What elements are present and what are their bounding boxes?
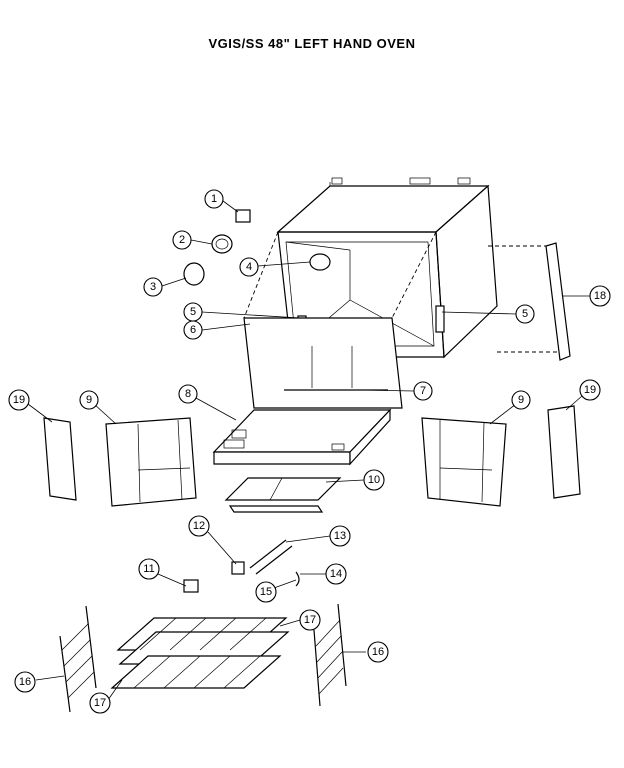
side-panel-9-right: [421, 417, 507, 507]
svg-text:9: 9: [86, 394, 92, 406]
oven-racks-17: [110, 617, 290, 689]
svg-text:16: 16: [19, 676, 31, 688]
svg-text:9: 9: [518, 394, 524, 406]
callout-6: 6: [183, 320, 203, 340]
callout-12: 12: [188, 515, 210, 537]
svg-text:7: 7: [420, 385, 426, 397]
callout-3: 3: [143, 277, 163, 297]
small-hardware: [183, 539, 300, 593]
svg-text:4: 4: [246, 261, 252, 273]
callout-8: 8: [178, 384, 198, 404]
callout-14: 14: [325, 563, 347, 585]
callout-16-left: 16: [14, 671, 36, 693]
svg-text:10: 10: [368, 474, 380, 486]
svg-text:13: 13: [334, 530, 346, 542]
svg-text:5: 5: [522, 308, 528, 320]
svg-text:19: 19: [13, 394, 25, 406]
rack-support-16-left: [59, 605, 97, 713]
svg-text:8: 8: [185, 388, 191, 400]
callout-10: 10: [363, 469, 385, 491]
svg-text:15: 15: [260, 586, 272, 598]
callout-5-left: 5: [183, 302, 203, 322]
callout-9-right: 9: [511, 390, 531, 410]
callout-11: 11: [138, 558, 160, 580]
callout-19-left: 19: [8, 389, 30, 411]
svg-text:5: 5: [190, 306, 196, 318]
leader-lines: [27, 197, 590, 701]
callout-19-right: 19: [579, 379, 601, 401]
callout-4: 4: [239, 257, 259, 277]
svg-text:11: 11: [143, 563, 154, 575]
callout-17-top: 17: [299, 609, 321, 631]
side-trim-18: [545, 242, 571, 361]
callout-2: 2: [172, 230, 192, 250]
svg-text:19: 19: [584, 384, 596, 396]
callout-13: 13: [329, 525, 351, 547]
callout-18: 18: [589, 285, 611, 307]
svg-text:2: 2: [179, 234, 185, 246]
rack-support-16-right: [313, 603, 347, 707]
svg-text:18: 18: [594, 290, 606, 302]
svg-text:16: 16: [372, 646, 384, 658]
callout-1: 1: [204, 189, 224, 209]
burner-tray-8: [212, 408, 392, 466]
bottom-panel-6: [243, 317, 403, 409]
svg-text:17: 17: [304, 614, 316, 626]
callout-9-left: 9: [79, 390, 99, 410]
knob-parts: [183, 209, 251, 286]
svg-text:1: 1: [211, 193, 217, 205]
callout-5-right: 5: [515, 304, 535, 324]
callout-7: 7: [413, 381, 433, 401]
trim-19-left: [43, 417, 77, 501]
side-panel-9-left: [105, 417, 197, 507]
svg-text:17: 17: [94, 697, 106, 709]
callout-15: 15: [255, 581, 277, 603]
callout-16-right: 16: [367, 641, 389, 663]
svg-text:6: 6: [190, 324, 196, 336]
svg-text:14: 14: [330, 568, 342, 580]
trim-19-right: [547, 405, 581, 499]
svg-text:12: 12: [193, 520, 205, 532]
diagram-title: VGIS/SS 48" LEFT HAND OVEN: [208, 36, 416, 51]
callout-17-bottom: 17: [89, 692, 111, 714]
tray-10: [224, 477, 342, 513]
svg-text:3: 3: [150, 281, 156, 293]
